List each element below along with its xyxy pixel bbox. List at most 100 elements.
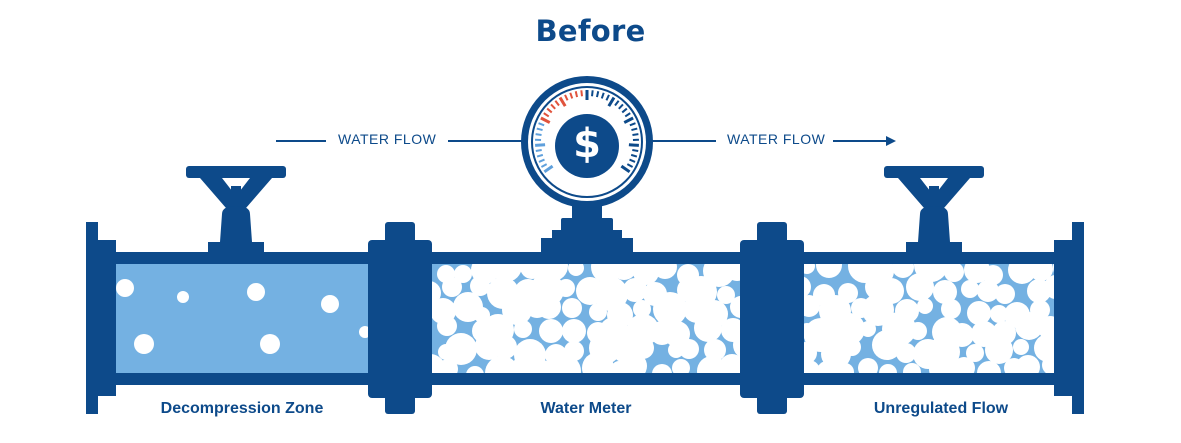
gauge-tick — [631, 127, 638, 132]
bubble — [652, 364, 672, 373]
page-title: Before — [535, 14, 646, 48]
bubble — [933, 280, 957, 304]
gauge-tick — [540, 116, 551, 124]
bubble — [177, 291, 189, 303]
bubble — [1038, 316, 1054, 340]
gauge-tick — [630, 153, 638, 158]
bubble — [733, 332, 740, 358]
bubble — [704, 339, 726, 361]
gauge-tick — [600, 92, 605, 99]
bubble — [967, 301, 991, 325]
bubble — [1034, 334, 1054, 362]
bubble — [520, 264, 544, 279]
bubble — [619, 352, 647, 373]
bubble — [817, 361, 837, 373]
bubble — [454, 265, 472, 283]
bubble — [321, 295, 339, 313]
bubble — [858, 358, 878, 373]
bubble — [872, 330, 902, 360]
pipe-walls — [100, 252, 1066, 385]
bubble — [804, 342, 817, 364]
gauge-tick — [574, 91, 579, 98]
gauge-tick — [624, 112, 631, 118]
bubble — [474, 307, 490, 323]
bubble — [490, 264, 522, 282]
bubble — [804, 295, 820, 317]
bubble — [860, 321, 876, 337]
bubble — [804, 276, 811, 298]
bubble — [530, 360, 554, 373]
bubble — [694, 314, 722, 342]
gauge-tick — [614, 100, 620, 107]
bubble — [438, 359, 458, 373]
gauge-tick — [621, 107, 628, 114]
bubble — [843, 338, 861, 356]
bubble — [730, 296, 740, 318]
bubble — [879, 364, 897, 373]
gauge-tick — [543, 112, 550, 118]
gauge-ticks — [535, 90, 639, 174]
bubble — [717, 286, 735, 304]
gauge-center-disc — [555, 114, 619, 178]
bubbles-unregulated — [804, 264, 1054, 373]
gauge-tick — [540, 163, 548, 168]
bubble — [549, 355, 581, 373]
section-label-meter: Water Meter — [540, 400, 632, 417]
gauge-tick — [618, 103, 624, 110]
bubble — [833, 313, 865, 345]
bubble — [804, 360, 820, 373]
bubble — [1042, 355, 1054, 373]
bubble — [679, 339, 699, 359]
gauge-tick — [550, 103, 556, 110]
bubble — [445, 333, 477, 365]
bubble — [961, 280, 979, 298]
gauge-tick — [628, 143, 639, 147]
gauge-tick — [607, 96, 616, 107]
gauge-tick — [620, 164, 631, 174]
bubble — [493, 335, 517, 359]
bubble — [437, 316, 457, 336]
bubble — [950, 323, 974, 347]
bubble — [995, 284, 1015, 304]
right-end-flange — [1054, 222, 1084, 414]
bubble — [1008, 264, 1036, 284]
bubble — [134, 334, 154, 354]
gauge-tick — [605, 94, 610, 101]
joint-right — [740, 222, 804, 414]
bubble — [653, 264, 677, 279]
bubble — [260, 334, 280, 354]
gauge-tick — [595, 91, 600, 98]
bubble — [633, 300, 651, 318]
bubble — [562, 298, 582, 318]
water-flow-label-left: WATER FLOW — [338, 131, 437, 147]
bubble — [903, 363, 921, 373]
bubble — [568, 264, 584, 276]
gauge-tick — [632, 149, 639, 153]
bubble — [929, 354, 959, 373]
bubble — [719, 354, 740, 373]
bubble — [990, 305, 1008, 323]
bubble — [623, 278, 647, 302]
bubble — [672, 359, 690, 373]
gauge-tick — [632, 133, 639, 136]
gauge-tick — [536, 127, 543, 132]
bubble — [862, 294, 894, 326]
bubble — [917, 298, 933, 314]
water-fill-decompression — [116, 264, 368, 373]
bubble — [539, 319, 563, 343]
bubble — [836, 363, 854, 373]
joint-left — [368, 222, 432, 414]
gauge-tick — [554, 100, 560, 107]
gauge-tick — [623, 116, 634, 124]
gauge-tick — [591, 90, 594, 97]
bubbles-meter — [432, 264, 740, 373]
gauge-tick — [536, 153, 544, 158]
bubble — [966, 344, 984, 362]
bubble — [247, 283, 265, 301]
section-label-decompression: Decompression Zone — [160, 400, 324, 417]
bubble — [1016, 355, 1040, 373]
bubble — [116, 279, 134, 297]
gauge-tick — [538, 122, 545, 127]
gauge-tick — [535, 143, 546, 147]
